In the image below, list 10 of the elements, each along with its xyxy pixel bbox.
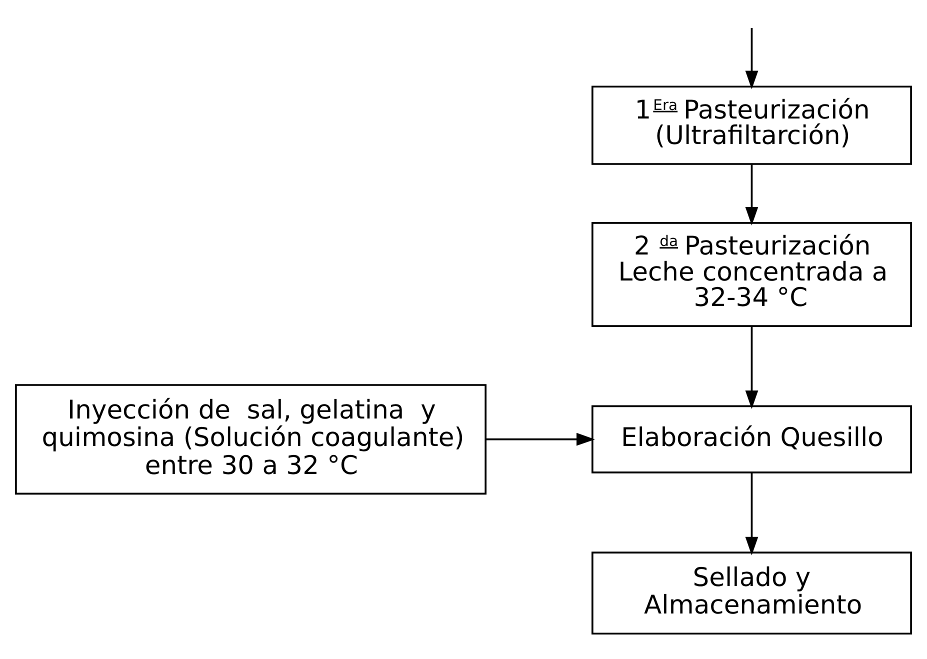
arrow (745, 27, 758, 89)
node-box: Elaboración Quesillo (592, 404, 912, 473)
node-box: 2 $^{da}$ Pasteurización Leche concentrada a 32-34 °C (592, 222, 912, 326)
node-box: Inyección de sal, gelatina y quimosina (Solución coagulante) entre 30 a 32 °C (15, 384, 487, 494)
arrow (745, 326, 758, 408)
node-box: 1$^{Era}$ Pasteurización (Ultrafiltarción) (592, 85, 912, 164)
arrow (745, 472, 758, 555)
arrow (486, 432, 595, 446)
arrow (745, 164, 758, 225)
node-box: Sellado y Almacenamiento (592, 551, 912, 634)
